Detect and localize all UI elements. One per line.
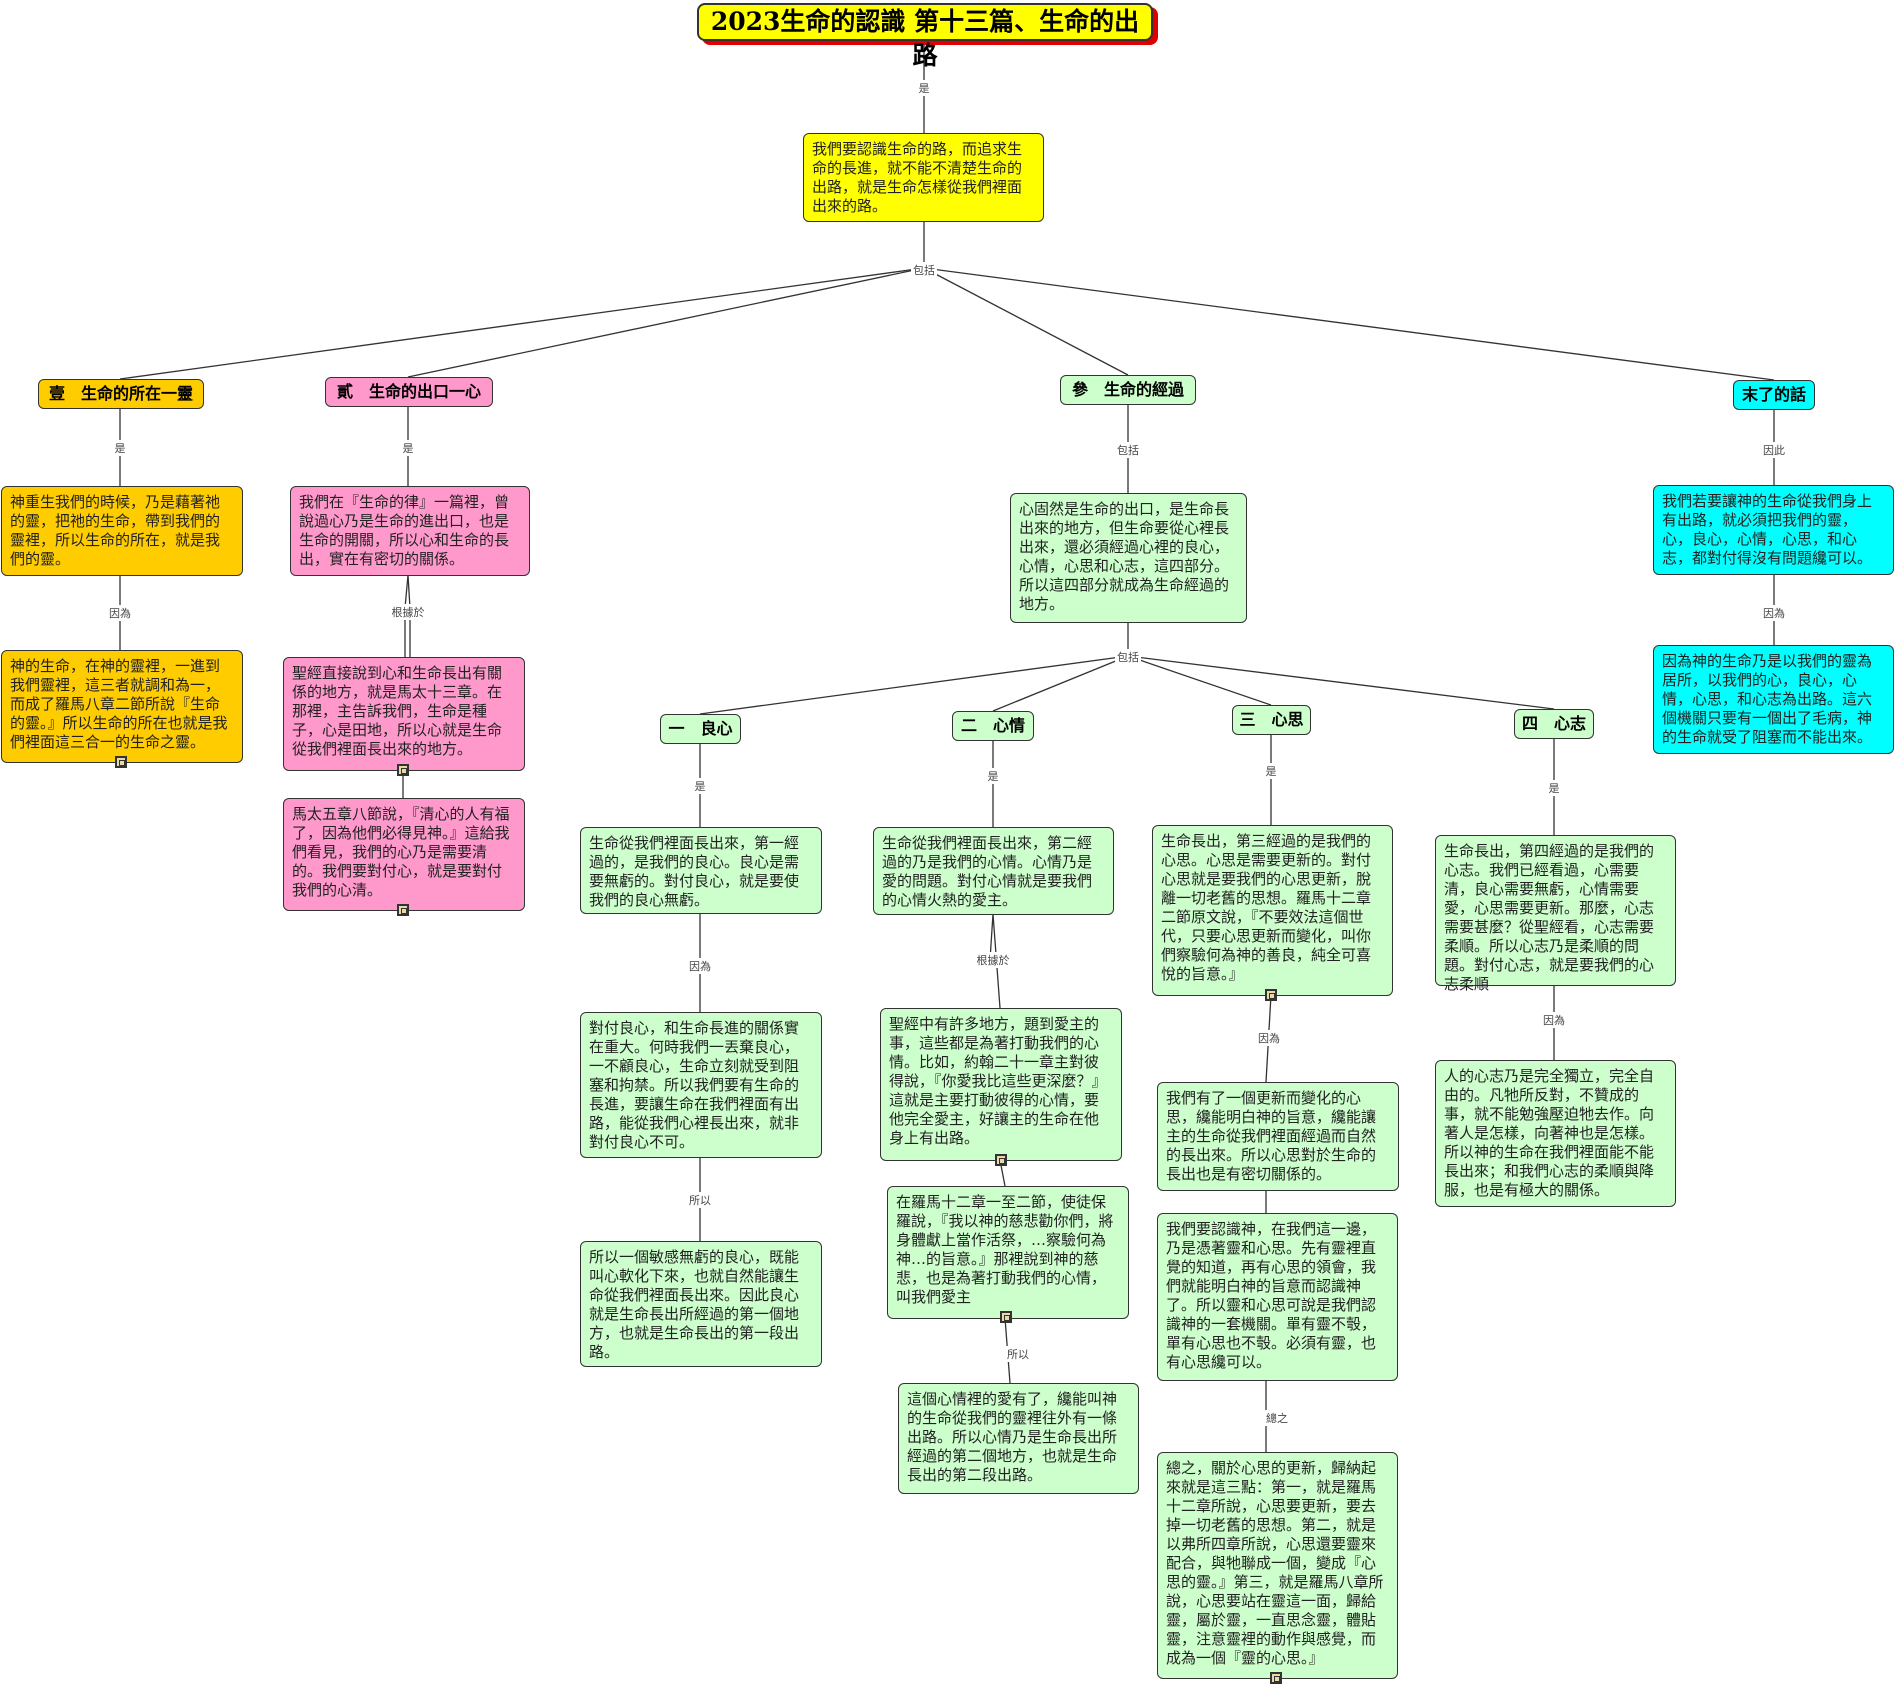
link-label: 是 [1263,763,1279,779]
link-label: 包括 [1115,442,1141,458]
branch1-heading: 壹 生命的所在一靈 [38,379,204,409]
link-label: 因為 [1256,1030,1282,1046]
link-label: 根據於 [974,952,1012,968]
link-label: 因為 [687,958,713,974]
sub4-text1: 生命長出，第四經過的是我們的心志。我們已經看過，心需要清，良心需要無虧，心情需要… [1435,835,1676,993]
sub4-heading: 四 心志 [1514,709,1594,739]
link-label: 是 [1546,780,1562,796]
link-label: 是 [112,440,128,456]
diagram-title: 2023生命的認識 第十三篇、生命的出路 [697,3,1153,70]
sub1-heading: 一 良心 [660,714,741,744]
sub2-text3: 在羅馬十二章一至二節，使徒保羅說，『我以神的慈悲勸你們，將身體獻上當作活祭，…察… [887,1186,1129,1319]
note-icon[interactable] [1270,1672,1282,1684]
sub1-text2: 對付良心，和生命長進的關係實在重大。何時我們一丟棄良心，一不顧良心，生命立刻就受… [580,1012,822,1158]
sub2-text4: 這個心情裡的愛有了，纔能叫神的生命從我們的靈裡往外有一條出路。所以心情乃是生命長… [898,1383,1139,1494]
note-icon[interactable] [115,756,127,768]
link-label: 總之 [1264,1410,1290,1426]
note-icon[interactable] [1265,989,1277,1001]
sub3-text2: 我們有了一個更新而變化的心思，纔能明白神的旨意，纔能讓主的生命從我們裡面經過而自… [1157,1082,1399,1191]
link-label: 所以 [687,1192,713,1208]
link-label: 因為 [1761,605,1787,621]
sub3-text3: 我們要認識神，在我們這一邊，乃是憑著靈和心思。先有靈裡直覺的知道，再有心思的領會… [1157,1213,1398,1381]
note-icon[interactable] [1000,1311,1012,1323]
link-label: 根據於 [389,604,427,620]
branch3-heading: 參 生命的經過 [1060,375,1196,405]
link-label: 是 [692,778,708,794]
link-label: 因為 [107,605,133,621]
sub2-text2: 聖經中有許多地方，題到愛主的事，這些都是為著打動我們的心情。比如，約翰二十一章主… [880,1008,1122,1161]
branch3-text1: 心固然是生命的出口，是生命長出來的地方，但生命要從心裡長出來，還必須經過心裡的良… [1010,493,1247,623]
branch2-text2: 聖經直接說到心和生命長出有關係的地方，就是馬太十三章。在那裡，主告訴我們，生命是… [283,657,525,771]
sub1-text3: 所以一個敏感無虧的良心，既能叫心軟化下來，也就自然能讓生命從我們裡面長出來。因此… [580,1241,822,1367]
link-label: 是 [985,768,1001,784]
sub4-text2: 人的心志乃是完全獨立，完全自由的。凡牠所反對，不贊成的事，就不能勉強壓迫牠去作。… [1435,1060,1676,1207]
link-label: 包括 [911,262,937,278]
branch2-heading: 貳 生命的出口一心 [325,377,493,407]
sub2-heading: 二 心情 [952,711,1034,741]
note-icon[interactable] [397,764,409,776]
sub2-text1: 生命從我們裡面長出來，第二經過的乃是我們的心情。心情乃是愛的問題。對付心情就是要… [873,827,1114,915]
sub3-text4: 總之，關於心思的更新，歸納起來就是這三點：第一，就是羅馬十二章所說，心思要更新，… [1157,1452,1398,1679]
sub1-text1: 生命從我們裡面長出來，第一經過的，是我們的良心。良心是需要無虧的。對付良心，就是… [580,827,822,914]
sub3-text1: 生命長出，第三經過的是我們的心思。心思是需要更新的。對付心思就是要我們的心思更新… [1152,825,1393,996]
branch2-text3: 馬太五章八節說，『清心的人有福了，因為他們必得見神。』這給我們看見，我們的心乃是… [283,798,525,911]
note-icon[interactable] [397,904,409,916]
branch4-text2: 因為神的生命乃是以我們的靈為居所，以我們的心，良心，心情，心思，和心志為出路。這… [1653,645,1894,754]
branch1-text1: 神重生我們的時候，乃是藉著祂的靈，把祂的生命，帶到我們的靈裡，所以生命的所在，就… [1,486,243,576]
link-label: 因為 [1541,1012,1567,1028]
link-label: 是 [400,440,416,456]
branch2-text1: 我們在『生命的律』一篇裡，曾說過心乃是生命的進出口，也是生命的開關，所以心和生命… [290,486,530,576]
link-label: 包括 [1115,649,1141,665]
note-icon[interactable] [995,1154,1007,1166]
branch4-heading: 末了的話 [1733,380,1815,410]
intro-node: 我們要認識生命的路，而追求生命的長進，就不能不清楚生命的出路，就是生命怎樣從我們… [803,133,1044,222]
branch4-text1: 我們若要讓神的生命從我們身上有出路，就必須把我們的靈，心，良心，心情，心思，和心… [1653,485,1894,575]
link-label: 所以 [1005,1346,1031,1362]
link-label: 是 [916,80,932,96]
branch1-text2: 神的生命，在神的靈裡，一進到我們靈裡，這三者就調和為一，而成了羅馬八章二節所說『… [1,650,243,763]
sub3-heading: 三 心思 [1232,705,1311,735]
link-label: 因此 [1761,442,1787,458]
